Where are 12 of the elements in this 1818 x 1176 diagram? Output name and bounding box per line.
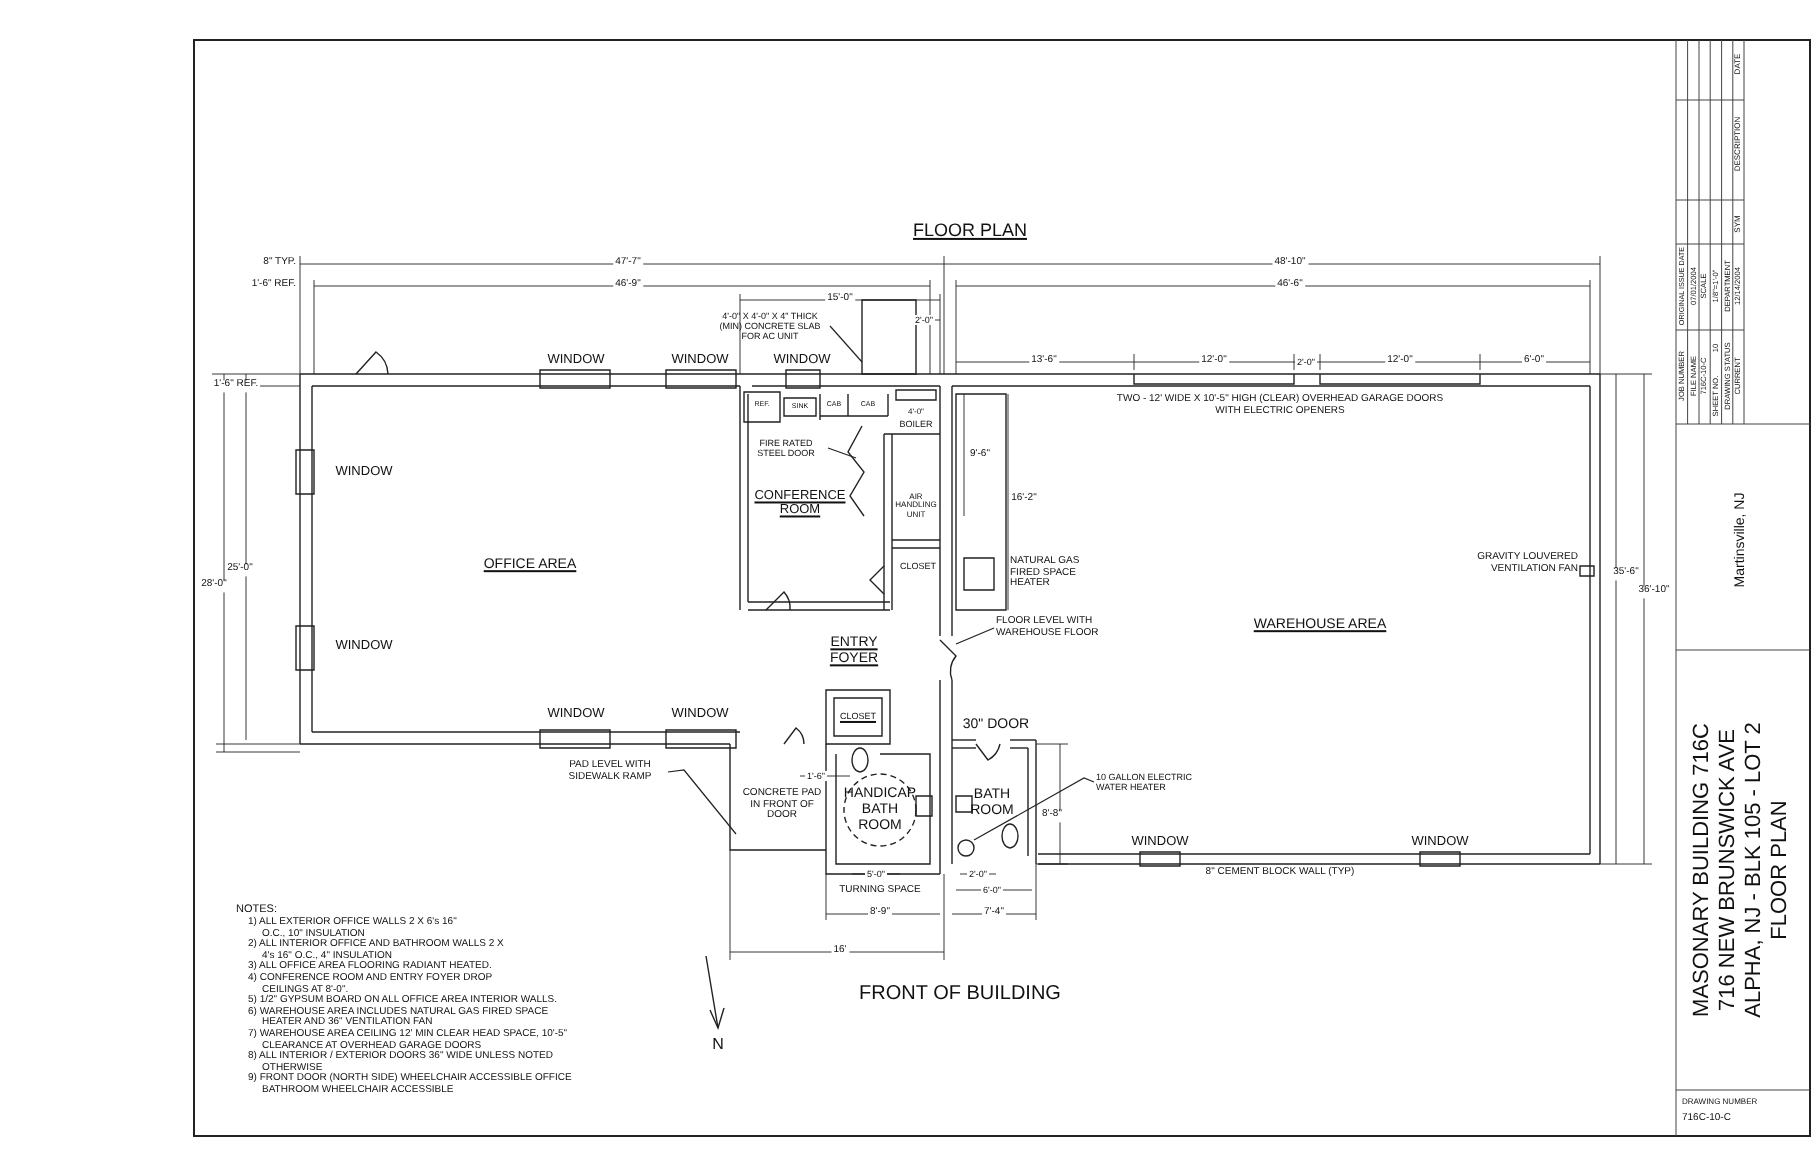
project-title: MASONARY BUILDING 716C xyxy=(1689,723,1715,1017)
project-title: FLOOR PLAN xyxy=(1767,800,1793,940)
project-title: 716 NEW BRUNSWICK AVE xyxy=(1715,729,1741,1011)
north-label: N xyxy=(712,1037,724,1055)
leader-line xyxy=(827,447,857,459)
leader-line xyxy=(973,777,1095,841)
leader-line xyxy=(955,627,995,645)
leader-line xyxy=(829,325,863,363)
drawing-title: FLOOR PLAN xyxy=(913,219,1027,241)
leader-line xyxy=(667,769,737,835)
project-title: ALPHA, NJ - BLK 105 - LOT 2 xyxy=(1741,722,1767,1018)
view-label: FRONT OF BUILDING xyxy=(859,982,1061,1006)
